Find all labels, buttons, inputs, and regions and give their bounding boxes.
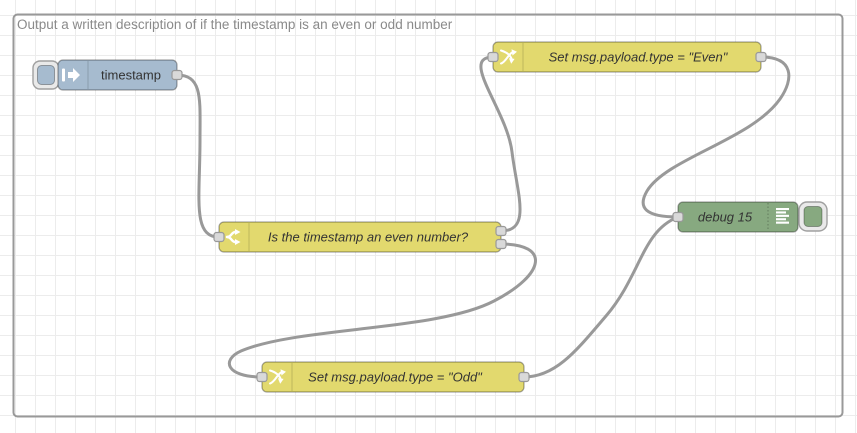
inject-trigger-button-inner[interactable] — [37, 65, 55, 85]
wire-switch-to-change-odd[interactable] — [228, 242, 537, 379]
switch-output-port-2[interactable] — [495, 238, 507, 250]
switch-output-port-1[interactable] — [495, 225, 507, 237]
wire-change-even-to-debug[interactable] — [641, 55, 791, 219]
change-odd-input-port[interactable] — [256, 371, 268, 383]
node-change-odd: Set msg.payload.type = "Odd" — [256, 361, 530, 393]
change-shuffle-icon — [269, 369, 286, 385]
debug-node-label: debug 15 — [698, 210, 753, 225]
group-label: Output a written description of if the t… — [17, 17, 453, 32]
wire-switch-to-change-even[interactable] — [479, 55, 522, 233]
change-even-output-port[interactable] — [755, 51, 767, 63]
node-debug: debug 15 — [672, 201, 828, 233]
inject-arrow-icon — [62, 68, 80, 82]
node-inject-timestamp: timestamp — [32, 59, 183, 91]
change-odd-node-label: Set msg.payload.type = "Odd" — [308, 370, 483, 385]
switch-node-label: Is the timestamp an even number? — [268, 230, 469, 245]
change-shuffle-icon — [500, 49, 517, 65]
change-even-input-port[interactable] — [487, 51, 499, 63]
debug-toggle-button-inner[interactable] — [803, 206, 823, 227]
switch-fork-icon — [225, 229, 241, 245]
wire-change-odd-to-debug[interactable] — [522, 215, 680, 379]
switch-input-port[interactable] — [213, 231, 225, 243]
change-even-node-label: Set msg.payload.type = "Even" — [549, 50, 729, 65]
node-change-even: Set msg.payload.type = "Even" — [487, 41, 767, 73]
wire-inject-to-switch[interactable] — [175, 73, 221, 239]
node-switch: Is the timestamp an even number? — [213, 221, 507, 253]
change-odd-output-port[interactable] — [518, 371, 530, 383]
inject-output-port[interactable] — [171, 69, 183, 81]
debug-input-port[interactable] — [672, 211, 684, 223]
group-outline[interactable] — [12, 13, 844, 418]
inject-node-label: timestamp — [101, 68, 161, 83]
debug-list-icon — [776, 208, 789, 224]
